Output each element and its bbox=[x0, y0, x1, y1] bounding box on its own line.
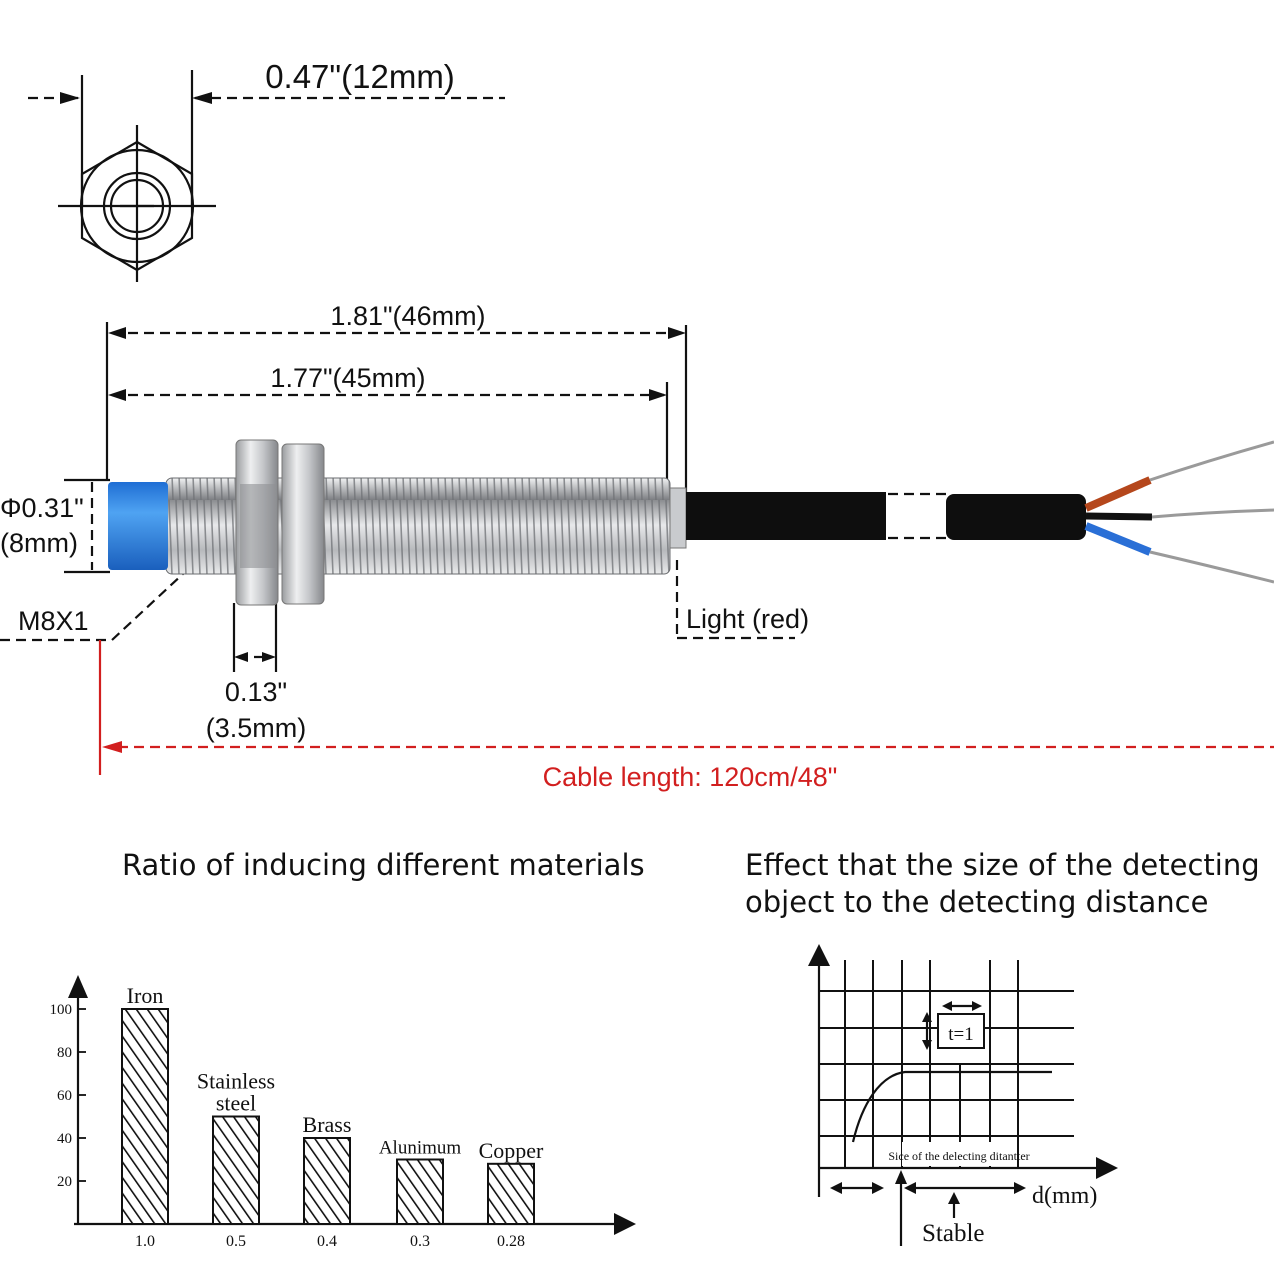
ratio-label: 0.4 bbox=[317, 1233, 337, 1250]
bar-4 bbox=[487, 1162, 535, 1226]
stable-label: Stable bbox=[922, 1220, 985, 1247]
bar-3 bbox=[396, 1158, 444, 1225]
bar-category-label: Stainless bbox=[197, 1069, 275, 1094]
bar-category-label: Iron bbox=[127, 983, 164, 1008]
distance-heading-line2: object to the detecting distance bbox=[745, 885, 1208, 919]
ratio-label: 0.5 bbox=[226, 1233, 246, 1250]
side-dimensions: 1.81"(46mm) 1.77"(45mm) Φ0.31" (8mm) M8X… bbox=[0, 301, 1274, 792]
distance-grid bbox=[819, 960, 1074, 1168]
distance-chart: t=1 Sice of the delecting ditantter d(mm… bbox=[808, 944, 1118, 1247]
ratio-label: 0.28 bbox=[497, 1233, 525, 1250]
bar-1 bbox=[212, 1115, 260, 1225]
formula-label: t=1 bbox=[948, 1024, 974, 1045]
light-label: Light (red) bbox=[686, 604, 809, 634]
bar-category-label: Copper bbox=[479, 1138, 544, 1163]
y-tick-label: 20 bbox=[57, 1174, 72, 1190]
bar-category-label: steel bbox=[216, 1091, 256, 1116]
ratio-label: 0.3 bbox=[410, 1233, 430, 1250]
x-axis-label: d(mm) bbox=[1032, 1183, 1097, 1209]
y-tick-label: 40 bbox=[57, 1131, 72, 1147]
materials-heading: Ratio of inducing different materials bbox=[122, 848, 645, 882]
sensor-body bbox=[108, 439, 1274, 606]
diameter-inch-label: Φ0.31" bbox=[0, 493, 84, 523]
top-view: 0.47"(12mm) bbox=[28, 58, 505, 282]
cable-length-label: Cable length: 120cm/48" bbox=[543, 762, 838, 792]
sensor-cap bbox=[108, 482, 168, 570]
curve-label: Sice of the delecting ditantter bbox=[888, 1149, 1029, 1163]
y-tick-label: 80 bbox=[57, 1045, 72, 1061]
bar-category-label: Brass bbox=[303, 1112, 352, 1137]
bar-0 bbox=[121, 1008, 169, 1225]
width-dimension-label: 0.47"(12mm) bbox=[265, 58, 455, 95]
total-length-label: 1.81"(46mm) bbox=[330, 301, 485, 331]
bar-2 bbox=[303, 1137, 351, 1225]
y-tick-label: 100 bbox=[50, 1002, 73, 1018]
bar-category-label: Alunimum bbox=[379, 1138, 462, 1159]
thread-length-label: 1.77"(45mm) bbox=[270, 363, 425, 393]
distance-heading-line1: Effect that the size of the detecting bbox=[745, 848, 1260, 882]
nut-inch-label: 0.13" bbox=[225, 677, 287, 707]
diameter-mm-label: (8mm) bbox=[0, 528, 78, 558]
thread-spec-label: M8X1 bbox=[18, 606, 89, 636]
ratio-label: 1.0 bbox=[135, 1233, 155, 1250]
detection-curve bbox=[851, 1070, 1052, 1143]
y-tick-label: 60 bbox=[57, 1088, 72, 1104]
nut-mm-label: (3.5mm) bbox=[206, 713, 307, 743]
